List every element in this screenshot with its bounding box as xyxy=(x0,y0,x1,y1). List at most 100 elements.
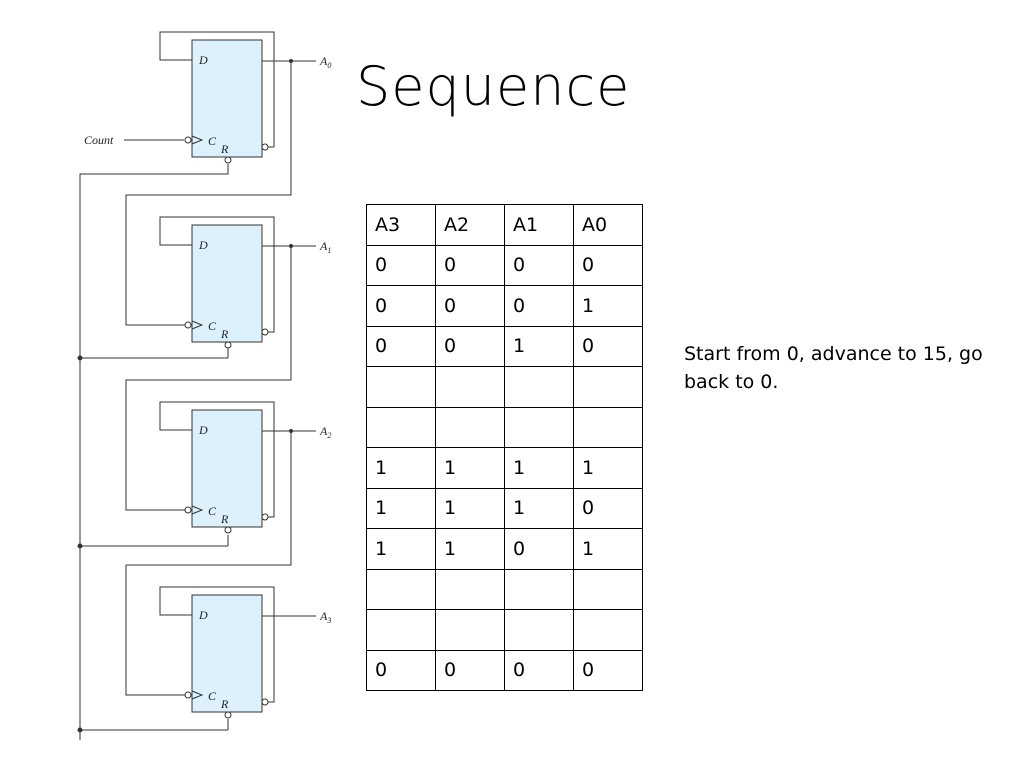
feedback-wire xyxy=(159,586,275,703)
flip-flop-body xyxy=(191,39,263,158)
clock-triangle-icon xyxy=(191,690,204,700)
output-label-a2: A2 xyxy=(319,424,331,440)
table-cell: 1 xyxy=(504,325,574,367)
instruction-note: Start from 0, advance to 15, go back to … xyxy=(684,343,983,393)
q-bar-bubble xyxy=(261,328,269,336)
table-cell: 0 xyxy=(504,244,574,286)
feedback-wire xyxy=(159,401,275,518)
table-cell: 0 xyxy=(366,285,436,327)
table-cell xyxy=(573,366,643,408)
flip-flop-3: D CR A3 xyxy=(159,586,331,719)
table-cell xyxy=(504,366,574,408)
clock-triangle-icon xyxy=(191,320,204,330)
c-input-label: C xyxy=(208,689,217,703)
table-cell: 0 xyxy=(504,285,574,327)
output-label-a0: A0 xyxy=(319,54,331,70)
table-cell xyxy=(435,568,505,610)
table-row xyxy=(366,406,643,448)
table-cell: 0 xyxy=(504,528,574,570)
clock-chain-wire xyxy=(125,61,292,326)
clock-chain-wire xyxy=(125,246,292,511)
table-cell xyxy=(366,609,436,651)
table-cell: 1 xyxy=(573,285,643,327)
table-cell: 1 xyxy=(573,528,643,570)
clock-chain-wire xyxy=(125,431,292,696)
table-cell: 1 xyxy=(435,447,505,489)
flip-flop-body xyxy=(191,224,263,343)
reset-inversion-bubble xyxy=(224,711,232,719)
table-cell: 0 xyxy=(573,325,643,367)
table-cell: 0 xyxy=(435,285,505,327)
d-input-label: D xyxy=(198,53,208,67)
table-cell: 0 xyxy=(366,244,436,286)
table-cell xyxy=(366,406,436,448)
table-cell: 1 xyxy=(435,487,505,529)
column-header: A0 xyxy=(573,204,643,246)
table-cell: 0 xyxy=(435,244,505,286)
output-label-name: A xyxy=(319,609,328,623)
r-input-label: R xyxy=(220,697,229,711)
q-bar-bubble xyxy=(261,143,269,151)
table-cell xyxy=(573,406,643,448)
table-cell: 1 xyxy=(504,447,574,489)
table-cell: 1 xyxy=(366,528,436,570)
table-cell xyxy=(366,568,436,610)
output-label-subscript: 3 xyxy=(326,616,331,625)
output-label-a1: A1 xyxy=(319,239,331,255)
table-cell xyxy=(573,568,643,610)
table-row xyxy=(366,568,643,610)
table-cell: 0 xyxy=(573,487,643,529)
table-cell xyxy=(435,609,505,651)
table-cell: 1 xyxy=(573,447,643,489)
clock-inversion-bubble xyxy=(184,506,192,514)
table-cell: 1 xyxy=(366,447,436,489)
r-input-label: R xyxy=(220,142,229,156)
feedback-wire xyxy=(159,216,275,333)
count-input-label: Count xyxy=(84,133,114,147)
table-cell: 0 xyxy=(435,649,505,691)
table-cell xyxy=(366,366,436,408)
table-cell: 0 xyxy=(435,325,505,367)
table-cell xyxy=(504,406,574,448)
reset-inversion-bubble xyxy=(224,156,232,164)
output-label-subscript: 0 xyxy=(327,61,331,70)
c-input-label: C xyxy=(208,134,217,148)
q-bar-bubble xyxy=(261,698,269,706)
clock-triangle-icon xyxy=(191,135,204,145)
clock-inversion-bubble xyxy=(184,136,192,144)
table-cell: 1 xyxy=(366,487,436,529)
output-label-name: A xyxy=(319,54,328,68)
table-cell: 0 xyxy=(366,325,436,367)
table-cell: 0 xyxy=(504,649,574,691)
r-input-label: R xyxy=(220,327,229,341)
table-cell: 1 xyxy=(435,528,505,570)
column-header: A2 xyxy=(435,204,505,246)
table-header-row: A3 A2 A1 A0 xyxy=(366,204,643,246)
clock-inversion-bubble xyxy=(184,321,192,329)
table-row xyxy=(366,366,643,408)
output-label-subscript: 2 xyxy=(327,431,331,440)
table-cell: 0 xyxy=(573,244,643,286)
d-input-label: D xyxy=(198,608,208,622)
d-input-label: D xyxy=(198,423,208,437)
column-header: A3 xyxy=(366,204,436,246)
flip-flop-body xyxy=(191,409,263,528)
r-input-label: R xyxy=(220,512,229,526)
table-cell xyxy=(504,609,574,651)
reset-inversion-bubble xyxy=(224,341,232,349)
reset-inversion-bubble xyxy=(224,526,232,534)
output-label-name: A xyxy=(319,239,328,253)
table-cell xyxy=(435,366,505,408)
d-input-label: D xyxy=(198,238,208,252)
